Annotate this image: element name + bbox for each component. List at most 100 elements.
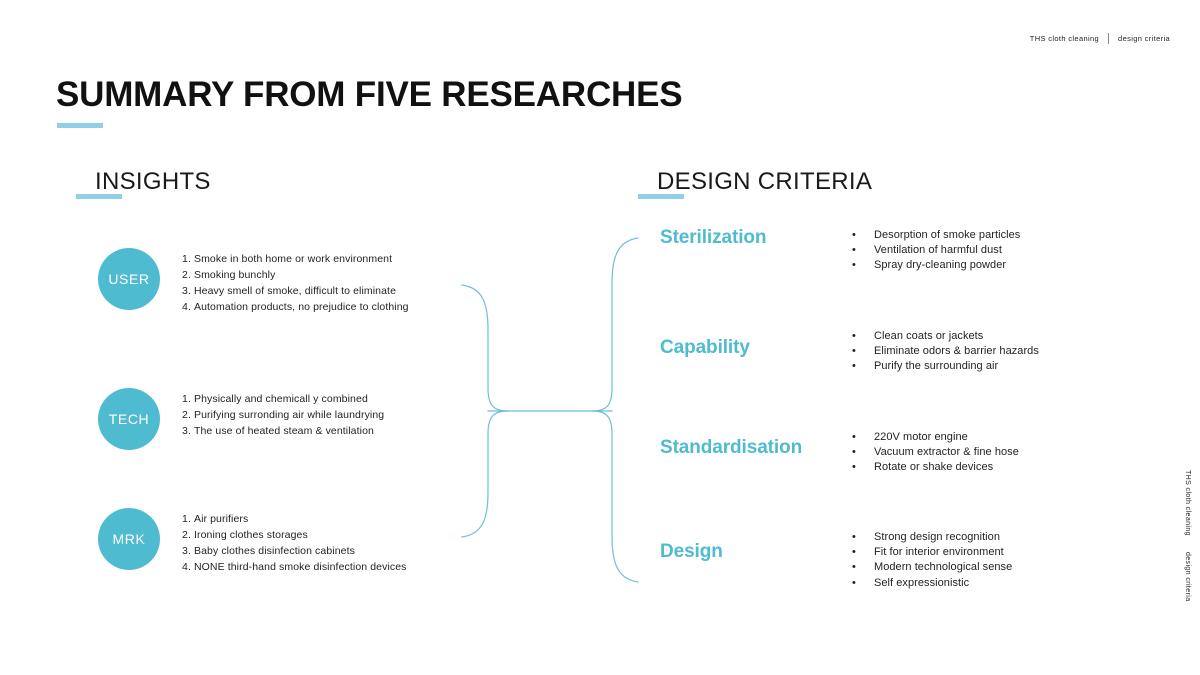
criteria-title-capability[interactable]: Capability: [660, 337, 750, 358]
criteria-bullet-text: Eliminate odors & barrier hazards: [874, 345, 1039, 358]
criteria-bullet-item: •Fit for interior environment: [852, 545, 1012, 560]
insight-item-text: NONE third-hand smoke disinfection devic…: [193, 560, 407, 573]
insights-heading: INSIGHTS: [95, 168, 211, 195]
connector-right-upper: [591, 237, 639, 412]
criteria-bullet-item: • Purify the surrounding air: [852, 359, 1039, 374]
criteria-bullet-item: • Strong design recognition: [852, 530, 1012, 545]
insight-item-text: Physically and chemicall y combined: [193, 393, 368, 405]
insight-item: 3.The use of heated steam & ventilation: [182, 424, 384, 440]
criteria-bullet-item: • Eliminate odors & barrier hazards: [852, 344, 1039, 359]
insight-item-number: 1.: [182, 513, 191, 525]
connector-left-upper: [461, 284, 509, 412]
insight-badge-tech[interactable]: TECH: [98, 388, 160, 450]
bullet-icon: •: [852, 561, 856, 574]
insight-item-text: Smoke in both home or work environment: [193, 253, 393, 265]
insight-badge-user[interactable]: USER: [98, 248, 160, 310]
insight-item: 1.Smoke in both home or work environment: [182, 252, 409, 268]
bullet-icon: •: [852, 330, 856, 342]
bullet-icon: •: [852, 244, 856, 257]
insight-badge-mrk[interactable]: MRK: [98, 508, 160, 570]
bullet-icon: •: [852, 229, 856, 241]
criteria-title-sterilization[interactable]: Sterilization: [660, 227, 767, 248]
criteria-bullet-text: 220V motor engine: [874, 431, 968, 443]
insight-item-number: 2.: [182, 408, 191, 421]
insight-list-user: 1.Smoke in both home or work environment…: [182, 252, 409, 316]
criteria-bullet-item: • 220V motor engine: [852, 430, 1019, 445]
insight-item-number: 4.: [182, 560, 191, 573]
criteria-title-standardisation[interactable]: Standardisation: [660, 437, 803, 458]
top-header: THS cloth cleaning design criteria: [1030, 33, 1170, 44]
bullet-icon: •: [852, 259, 856, 272]
design-criteria-heading: DESIGN CRITERIA: [657, 168, 873, 195]
connector-left-lower: [461, 410, 509, 538]
insight-item: 2.Purifying surronding air while laundry…: [182, 408, 384, 424]
insight-item: 3.Baby clothes disinfection cabinets: [182, 544, 407, 560]
criteria-bullet-text: Strong design recognition: [874, 531, 1000, 543]
criteria-bullet-item: • Desorption of smoke particles: [852, 228, 1020, 243]
insight-item-text: Ironing clothes storages: [193, 528, 308, 541]
bullet-icon: •: [852, 446, 856, 459]
insight-item: 1.Air purifiers: [182, 512, 407, 528]
insight-item: 4.NONE third-hand smoke disinfection dev…: [182, 560, 407, 576]
bracket-connector: [461, 237, 639, 583]
criteria-bullet-item: • Modern technological sense: [852, 560, 1012, 575]
criteria-list-capability: • Clean coats or jackets • Eliminate odors …: [852, 329, 1039, 375]
bullet-icon: •: [852, 360, 856, 373]
bullet-icon: •: [852, 531, 856, 543]
design-criteria-heading-underline: [638, 194, 684, 199]
criteria-bullet-text: Rotate or shake devices: [874, 461, 994, 474]
insight-item-number: 2.: [182, 528, 191, 541]
bullet-icon: •: [852, 576, 856, 589]
insight-item: 4.Automation products, no prejudice to c…: [182, 300, 409, 316]
header-brand: THS cloth cleaning: [1029, 34, 1100, 43]
criteria-title-design[interactable]: Design: [660, 541, 723, 562]
criteria-bullet-text: Modern technological sense: [874, 561, 1013, 574]
insight-item-text: Air purifiers: [193, 513, 249, 525]
insight-item-text: The use of heated steam & ventilation: [193, 424, 374, 437]
connector-right-lower: [591, 410, 639, 583]
page-title: SUMMARY FROM FIVE RESEARCHES: [56, 75, 683, 114]
criteria-bullet-text: Purify the surrounding air: [874, 360, 999, 373]
insight-item-text: Smoking bunchly: [193, 268, 276, 281]
page-title-underline: [57, 123, 103, 128]
insight-item-number: 2.: [182, 268, 191, 281]
header-divider: [1108, 33, 1110, 44]
criteria-bullet-item: • Self expressionistic: [852, 576, 1012, 591]
bullet-icon: •: [852, 431, 856, 443]
insight-item-number: 1.: [182, 253, 191, 265]
insight-item: 1.Physically and chemicall y combined: [182, 392, 384, 408]
criteria-bullet-text: Self expressionistic: [874, 576, 970, 589]
insight-item-text: Automation products, no prejudice to clo…: [193, 300, 409, 313]
insight-item-text: Purifying surronding air while laundryin…: [193, 408, 385, 421]
insight-item: 2.Smoking bunchly: [182, 268, 409, 284]
header-section: design criteria: [1118, 34, 1170, 43]
criteria-bullet-item: • Ventilation of harmful dust: [852, 243, 1020, 258]
criteria-list-standardisation: • 220V motor engine • Vacuum extractor & fi…: [852, 430, 1019, 476]
side-caption-section: design criteria: [1184, 551, 1191, 602]
criteria-bullet-item: • Spray dry-cleaning powder: [852, 258, 1020, 273]
criteria-bullet-item: • Vacuum extractor & fine hose: [852, 445, 1019, 460]
criteria-bullet-text: Spray dry-cleaning powder: [874, 259, 1007, 272]
insight-item: 2.Ironing clothes storages: [182, 528, 407, 544]
insight-item-number: 3.: [182, 284, 191, 297]
insight-item-number: 4.: [182, 300, 191, 313]
criteria-bullet-item: • Clean coats or jackets: [852, 329, 1039, 344]
insight-item-text: Heavy smell of smoke, difficult to elimi…: [193, 284, 397, 297]
bullet-icon: •: [852, 345, 856, 358]
insight-item-number: 1.: [182, 393, 191, 405]
criteria-bullet-text: Desorption of smoke particles: [874, 229, 1021, 241]
criteria-bullet-text: Vacuum extractor & fine hose: [874, 446, 1019, 459]
criteria-bullet-text: Clean coats or jackets: [874, 330, 984, 342]
criteria-bullet-item: •Rotate or shake devices: [852, 460, 1019, 475]
insight-item-number: 3.: [182, 544, 191, 557]
criteria-bullet-text: Ventilation of harmful dust: [874, 244, 1002, 257]
criteria-bullet-text: Fit for interior environment: [874, 546, 1004, 559]
criteria-list-sterilization: • Desorption of smoke particles • Ventilati…: [852, 228, 1020, 274]
insight-item-number: 3.: [182, 424, 191, 437]
insights-heading-underline: [76, 194, 122, 199]
insight-item: 3.Heavy smell of smoke, difficult to eli…: [182, 284, 409, 300]
criteria-list-design: •Strong design recognition•Fit for inter…: [852, 530, 1012, 591]
insight-item-text: Baby clothes disinfection cabinets: [193, 544, 355, 557]
